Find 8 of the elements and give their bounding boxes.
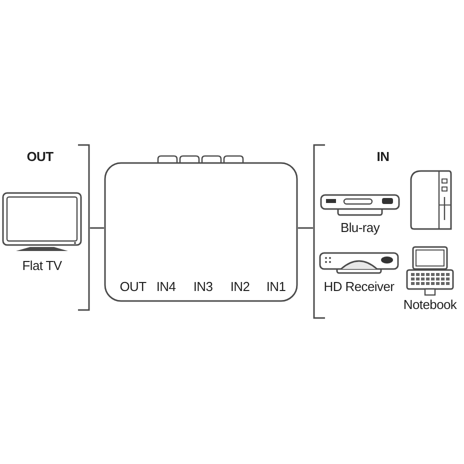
device-label: HD Receiver — [322, 279, 396, 295]
device-label: Flat TV — [21, 258, 63, 274]
device-label: Blu-ray — [339, 220, 381, 236]
group-heading: IN — [376, 149, 390, 165]
group-heading: OUT — [26, 149, 54, 165]
device-label: Notebook — [402, 297, 458, 313]
connector-line — [298, 227, 313, 229]
connector-line — [90, 227, 104, 229]
